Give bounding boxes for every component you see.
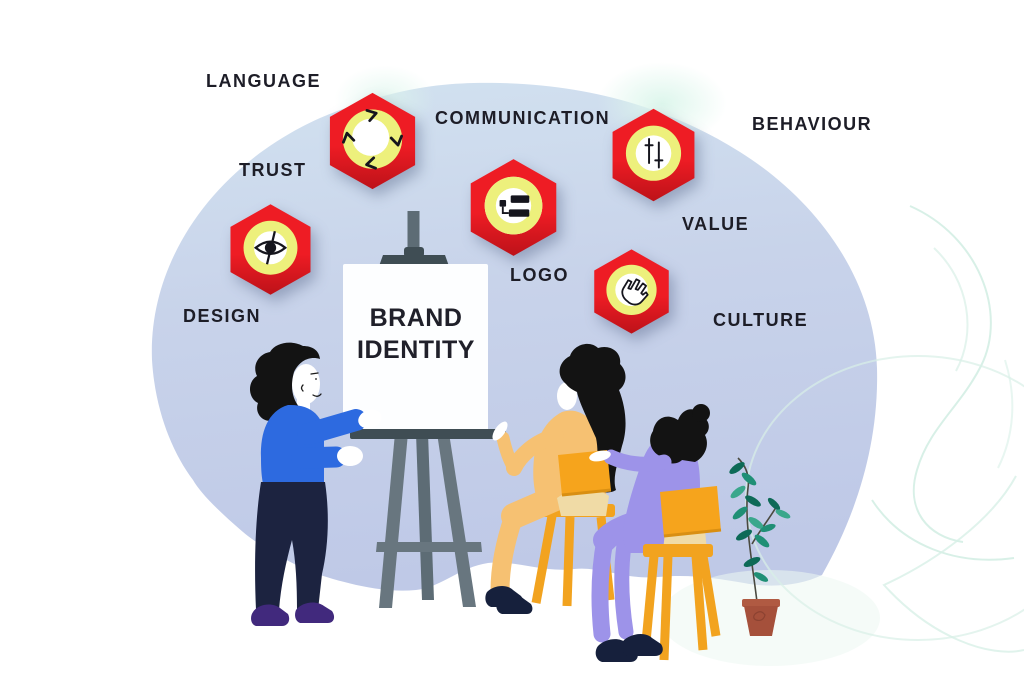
potted-plant xyxy=(729,457,791,636)
flowchart-icon xyxy=(499,195,530,217)
plant-leaves xyxy=(729,462,791,582)
label-language: LANGUAGE xyxy=(206,71,321,91)
lavender-shoe-right xyxy=(621,634,663,656)
easel-tray xyxy=(350,429,506,439)
board-title-line2: IDENTITY xyxy=(357,336,475,364)
badge-language xyxy=(326,91,419,191)
label-culture: CULTURE xyxy=(713,310,809,330)
label-design: DESIGN xyxy=(183,306,262,326)
presenter-pants xyxy=(255,482,328,610)
lavender-hand xyxy=(589,450,611,462)
presenter-shoe-left xyxy=(251,604,290,626)
face-features xyxy=(300,372,322,397)
label-logo: LOGO xyxy=(510,265,569,285)
badge-communication xyxy=(467,157,560,258)
presenter-shoe-right xyxy=(295,602,335,623)
pot-sketch xyxy=(753,611,766,622)
woman-lap xyxy=(557,489,609,516)
woman-hand xyxy=(492,421,508,441)
label-value: VALUE xyxy=(682,214,750,234)
seated-person-lavender xyxy=(589,404,722,662)
badge-behaviour xyxy=(609,106,698,204)
woman-shoe-front xyxy=(496,594,533,614)
label-trust: TRUST xyxy=(239,160,307,180)
plant-stems xyxy=(737,457,779,603)
badge-culture xyxy=(591,245,672,338)
easel-board xyxy=(343,264,488,433)
hand-click-icon xyxy=(621,278,649,306)
plant-pot-rim xyxy=(742,599,780,607)
cycle-arrows-icon xyxy=(342,109,403,170)
decorative-squiggles xyxy=(745,205,1024,653)
easel xyxy=(343,211,506,608)
board-title-line1: BRAND xyxy=(369,304,463,332)
lavender-chair-seat xyxy=(643,544,713,557)
board-title: BRAND IDENTITY xyxy=(343,302,489,366)
presenter-person xyxy=(249,342,382,626)
label-behaviour: BEHAVIOUR xyxy=(752,114,873,134)
lavender-hair-bun xyxy=(692,404,710,422)
presenter-hand-up xyxy=(358,409,382,429)
plant-pot xyxy=(744,606,778,636)
eye-off-icon xyxy=(253,230,288,265)
easel-legs xyxy=(376,433,482,608)
lavender-laptop xyxy=(660,486,721,537)
label-communication: COMMUNICATION xyxy=(435,108,611,128)
sliders-icon xyxy=(644,138,664,169)
badge-trust xyxy=(227,202,314,297)
presenter-hand-low xyxy=(337,446,363,466)
lavender-hair xyxy=(650,409,709,464)
woman-laptop xyxy=(558,450,611,496)
